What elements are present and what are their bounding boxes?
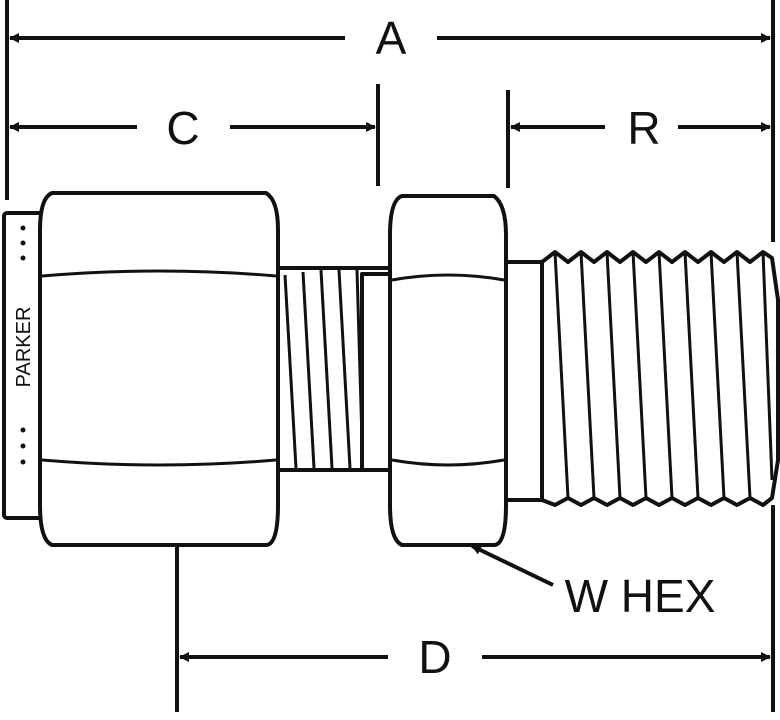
- dimension-c-label: C: [166, 102, 199, 154]
- pipe-thread: [504, 250, 780, 507]
- dimension-a-label: A: [376, 12, 407, 64]
- tube-threads: [274, 266, 396, 472]
- dimension-d: D: [179, 631, 771, 683]
- hex-nut: [38, 191, 280, 547]
- dimension-r-label: R: [627, 102, 660, 154]
- parker-marking: PARKER: [13, 307, 35, 388]
- nut-collar-ring: PARKER: [2, 211, 44, 520]
- dimension-c: C: [9, 102, 376, 154]
- w-hex-callout: W HEX: [471, 544, 716, 622]
- dimension-d-label: D: [418, 631, 451, 683]
- dimension-r: R: [510, 102, 771, 154]
- w-hex-label: W HEX: [565, 570, 716, 622]
- dimension-a: A: [9, 12, 771, 64]
